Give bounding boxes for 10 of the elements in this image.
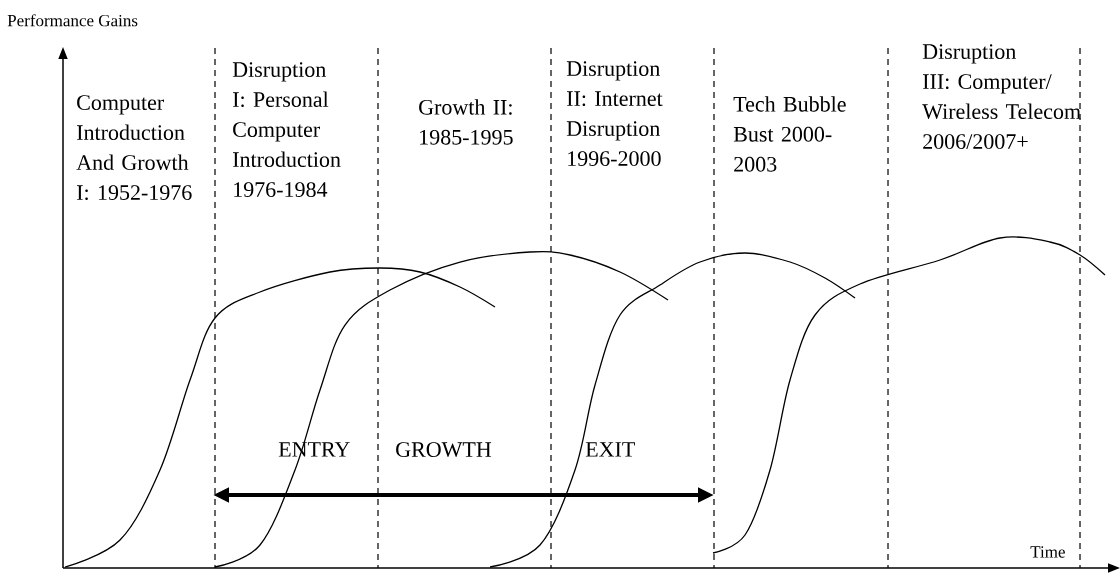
phase-label: Disruption III: Computer/ Wireless Telecom 2006/2007+ [922,44,1081,149]
axis-label: Time [1030,546,1065,558]
phase-label: Disruption I: Personal Computer Introduction 1976-1984 [232,62,341,197]
axis-label: Performance Gains [7,14,138,27]
phase-label: Disruption II: Internet Disruption 1996-2000 [566,61,663,166]
phase-label: Growth II: 1985-1995 [419,99,513,145]
phase-label: Computer Introduction And Growth I: 1952-1976 [76,95,192,201]
stage-label: EXIT [585,442,635,457]
stage-label: GROWTH [396,442,492,458]
phase-label: Tech Bubble Bust 2000-2003 [733,96,846,172]
